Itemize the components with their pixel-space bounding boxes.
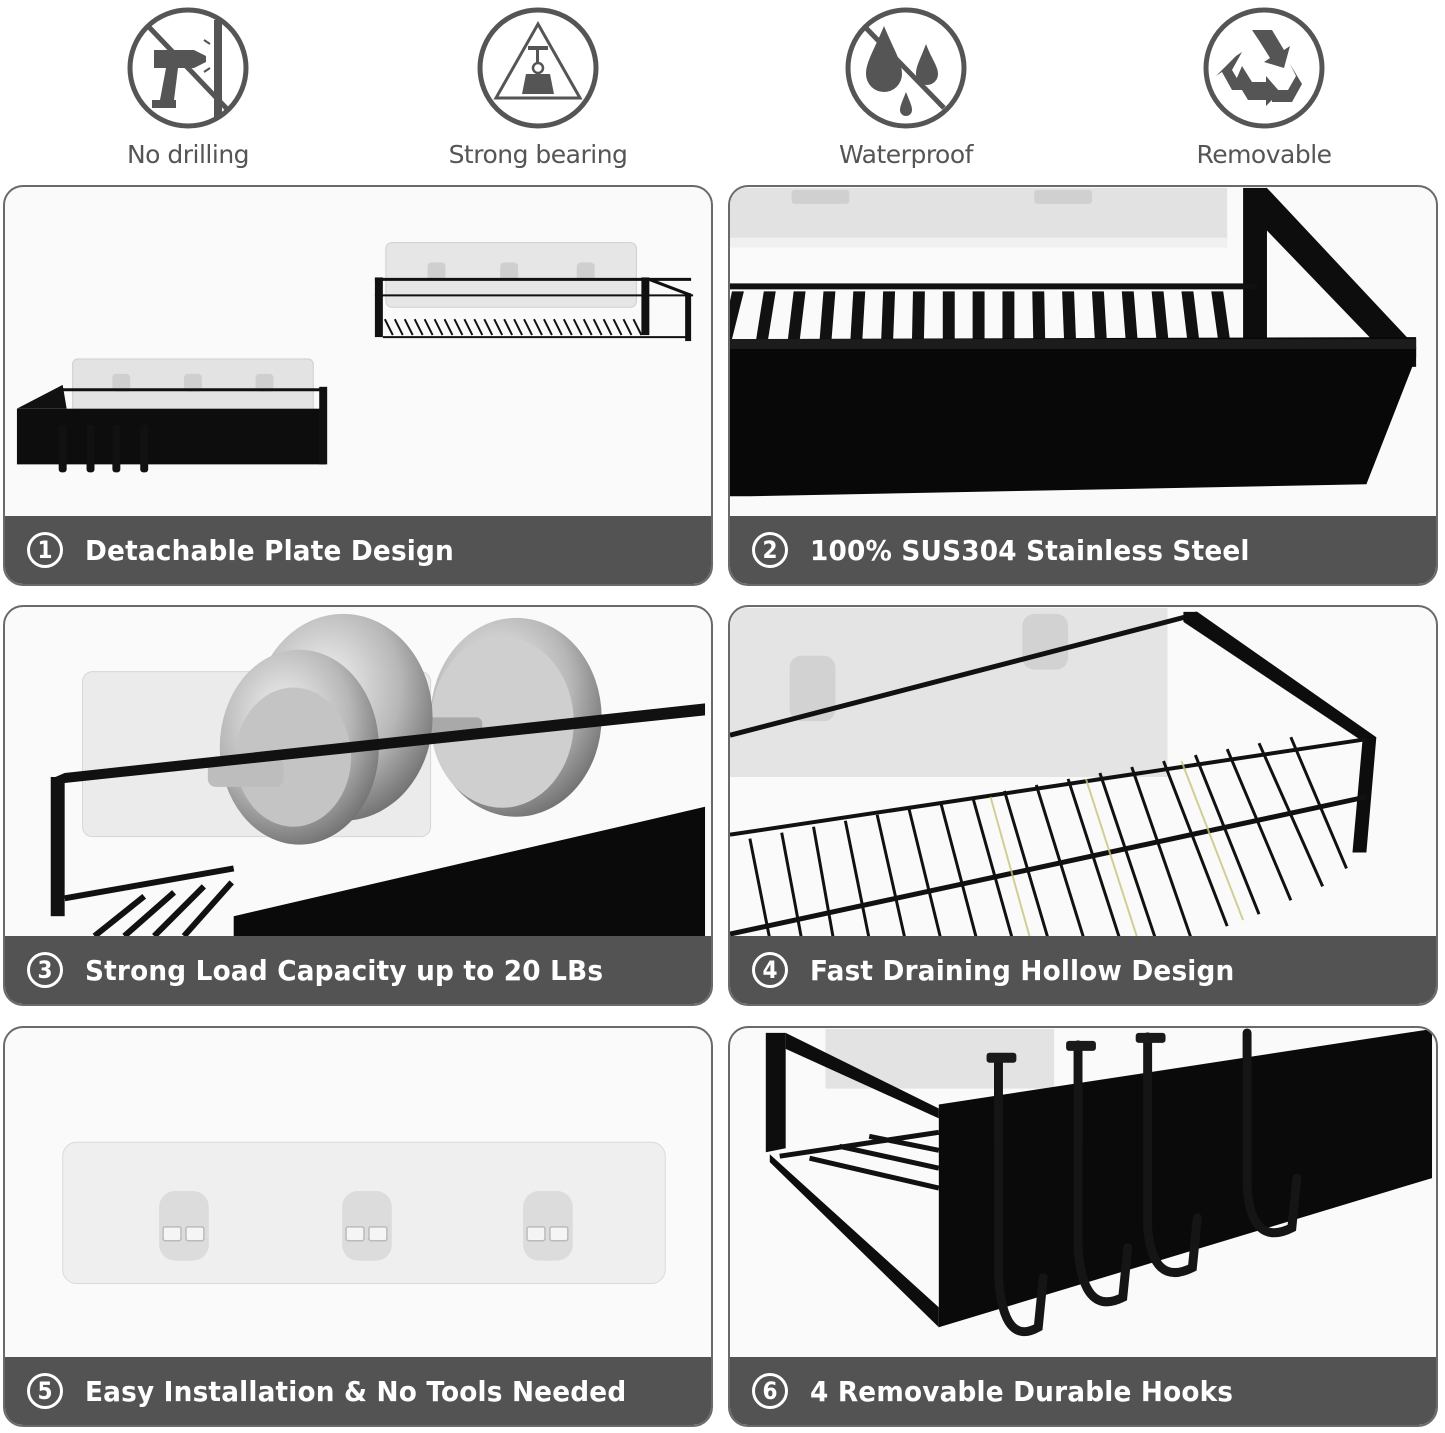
shelf-closeup-image [730,187,1417,497]
step-number-badge: 6 [752,1373,788,1409]
caption-text: Fast Draining Hollow Design [810,953,1235,987]
feature-label: Removable [1196,140,1332,169]
waterproof-icon [845,7,967,129]
shelf-with-hooks-image [765,1028,1433,1337]
removable-icon [1203,7,1325,129]
feature-label: No drilling [126,140,250,169]
caption-bar: 2 100% SUS304 Stainless Steel [730,516,1436,584]
feature-label: Waterproof [839,140,973,169]
two-shelves-image [16,242,694,473]
panel-removable-hooks: 6 4 Removable Durable Hooks [728,1026,1438,1427]
caption-text: Detachable Plate Design [85,533,454,567]
panel-detachable-plate: 1 Detachable Plate Design [3,185,713,586]
adhesive-plate-image [62,1141,666,1284]
feature-label: Strong bearing [448,140,628,169]
caption-text: 4 Removable Durable Hooks [810,1374,1234,1408]
caption-text: Strong Load Capacity up to 20 LBs [85,953,604,987]
caption-text: 100% SUS304 Stainless Steel [810,533,1250,567]
caption-text: Easy Installation & No Tools Needed [85,1374,627,1408]
feature-removable: Removable [1154,6,1374,169]
caption-bar: 1 Detachable Plate Design [5,516,711,584]
strong-bearing-icon [477,7,599,129]
wire-base-image [730,607,1377,940]
caption-bar: 6 4 Removable Durable Hooks [730,1357,1436,1425]
feature-no-drilling: No drilling [78,6,298,169]
step-number-badge: 4 [752,952,788,988]
panel-fast-draining: 4 Fast Draining Hollow Design [728,605,1438,1006]
caption-bar: 3 Strong Load Capacity up to 20 LBs [5,936,711,1004]
caption-bar: 5 Easy Installation & No Tools Needed [5,1357,711,1425]
feature-strong-bearing: Strong bearing [428,6,648,169]
step-number-badge: 3 [27,952,63,988]
panel-easy-installation: 5 Easy Installation & No Tools Needed [3,1026,713,1427]
no-drilling-icon [127,7,249,129]
feature-waterproof: Waterproof [796,6,1016,169]
step-number-badge: 2 [752,532,788,568]
feature-icons-row: No drilling Strong bearing Waterproof [0,0,1445,180]
dumbbell-on-shelf-image [50,613,706,940]
caption-bar: 4 Fast Draining Hollow Design [730,936,1436,1004]
step-number-badge: 1 [27,532,63,568]
step-number-badge: 5 [27,1373,63,1409]
panel-load-capacity: 3 Strong Load Capacity up to 20 LBs [3,605,713,1006]
panel-stainless-steel: 2 100% SUS304 Stainless Steel [728,185,1438,586]
